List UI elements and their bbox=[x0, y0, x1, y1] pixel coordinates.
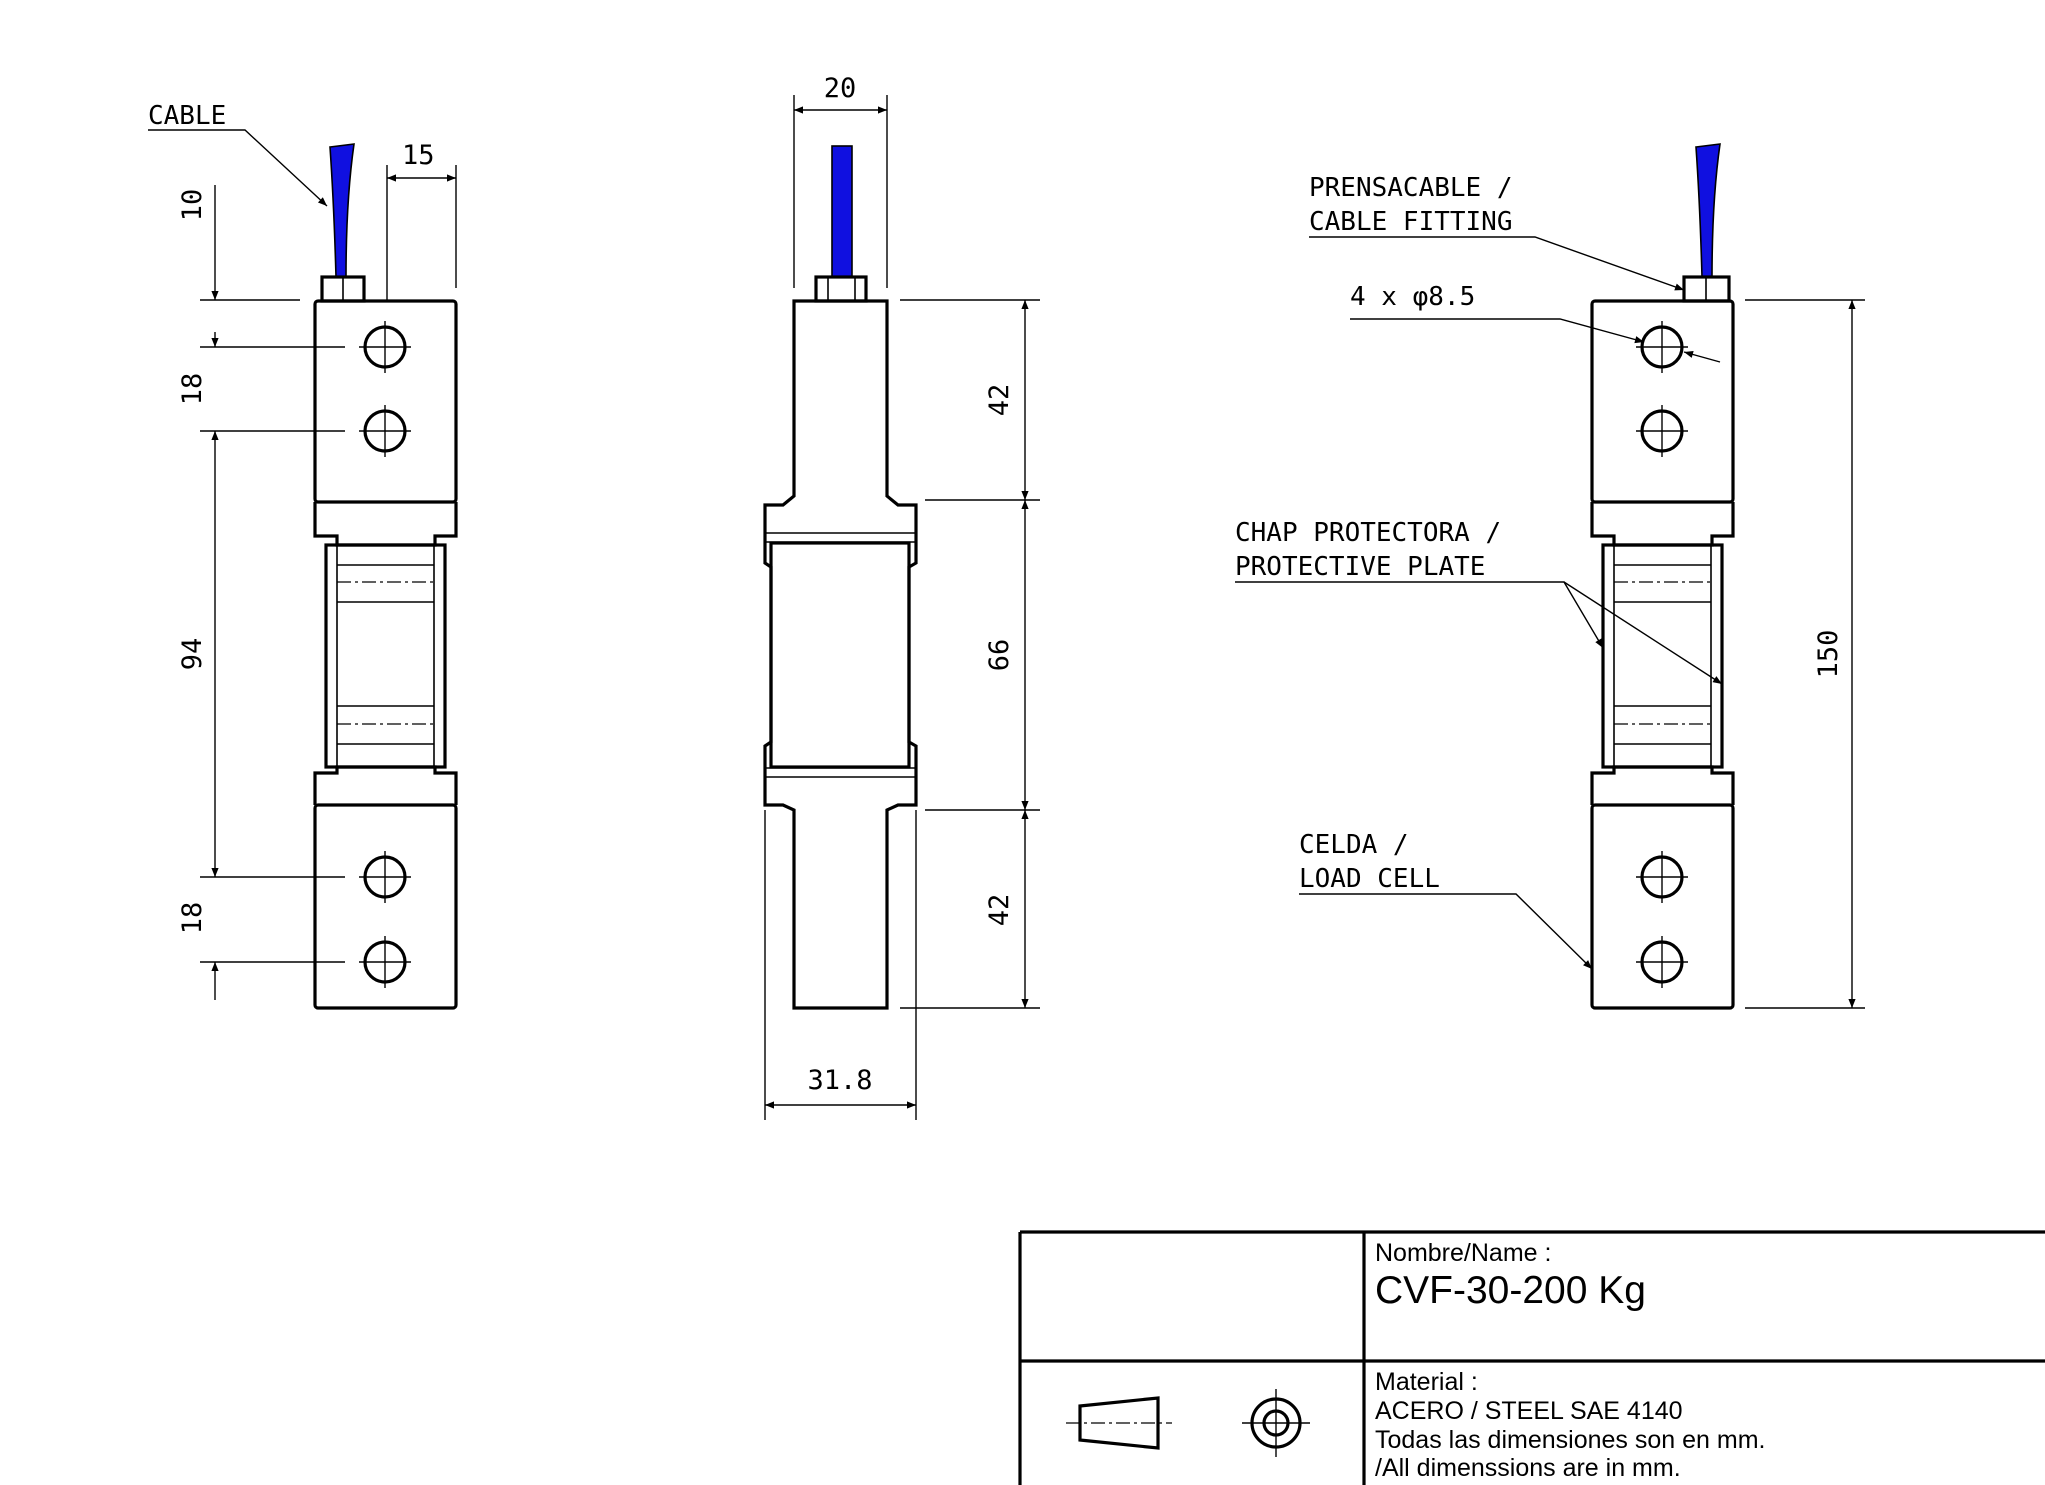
name-label: Nombre/Name : bbox=[1375, 1239, 1551, 1267]
annotated-side-view: 150 PRENSACABLE / CABLE FITTING 4 x φ8.5… bbox=[1235, 143, 1865, 1010]
top-mounting-block bbox=[1590, 299, 1735, 504]
cable-fitting-label-en: CABLE FITTING bbox=[1309, 207, 1513, 237]
dim-base-width: 31.8 bbox=[807, 1065, 872, 1096]
side-view: CABLE 15 10 18 94 18 bbox=[148, 101, 458, 1010]
note-spanish: Todas las dimensiones son en mm. bbox=[1375, 1426, 1765, 1454]
dim-cable-width: 15 bbox=[402, 140, 435, 171]
plate-label-en: PROTECTIVE PLATE bbox=[1235, 552, 1485, 582]
mounting-holes bbox=[359, 321, 411, 988]
dim-hole-span: 94 bbox=[177, 638, 208, 671]
cell-label-en: LOAD CELL bbox=[1299, 864, 1440, 894]
bottom-mounting-block bbox=[313, 803, 458, 1010]
dim-hole-pitch-bottom: 18 bbox=[177, 902, 208, 935]
note-english: /All dimenssions are in mm. bbox=[1375, 1454, 1681, 1482]
top-mounting-block bbox=[313, 299, 458, 504]
dim-middle: 66 bbox=[984, 639, 1015, 672]
title-block: Nombre/Name : CVF-30-200 Kg Material : A… bbox=[1018, 1230, 2045, 1485]
bottom-mounting-block bbox=[1590, 803, 1735, 1010]
dim-total-length: 150 bbox=[1813, 630, 1844, 679]
plate-label-es: CHAP PROTECTORA / bbox=[1235, 518, 1501, 548]
cable bbox=[831, 145, 853, 278]
name-value: CVF-30-200 Kg bbox=[1375, 1269, 1646, 1312]
dim-lower-block: 42 bbox=[984, 894, 1015, 927]
cable-label: CABLE bbox=[148, 101, 226, 131]
dim-cable-offset: 10 bbox=[177, 189, 208, 222]
holes-label: 4 x φ8.5 bbox=[1350, 282, 1475, 312]
dim-top-width: 20 bbox=[824, 73, 857, 104]
dim-hole-pitch-top: 18 bbox=[177, 373, 208, 406]
cable-fitting-label-es: PRENSACABLE / bbox=[1309, 173, 1513, 203]
cable bbox=[329, 143, 355, 278]
cell-label-es: CELDA / bbox=[1299, 830, 1409, 860]
cable-fitting bbox=[814, 275, 868, 303]
dim-upper-block: 42 bbox=[984, 384, 1015, 417]
cable bbox=[1695, 143, 1721, 278]
material-label: Material : bbox=[1375, 1368, 1478, 1396]
first-angle-projection-circle-icon bbox=[1242, 1389, 1310, 1457]
mounting-holes bbox=[1636, 321, 1688, 988]
material-value: ACERO / STEEL SAE 4140 bbox=[1375, 1397, 1683, 1425]
front-view: 20 31.8 42 66 42 bbox=[763, 73, 1040, 1120]
first-angle-projection-cone-icon bbox=[1066, 1396, 1172, 1450]
front-profile bbox=[763, 299, 918, 1010]
